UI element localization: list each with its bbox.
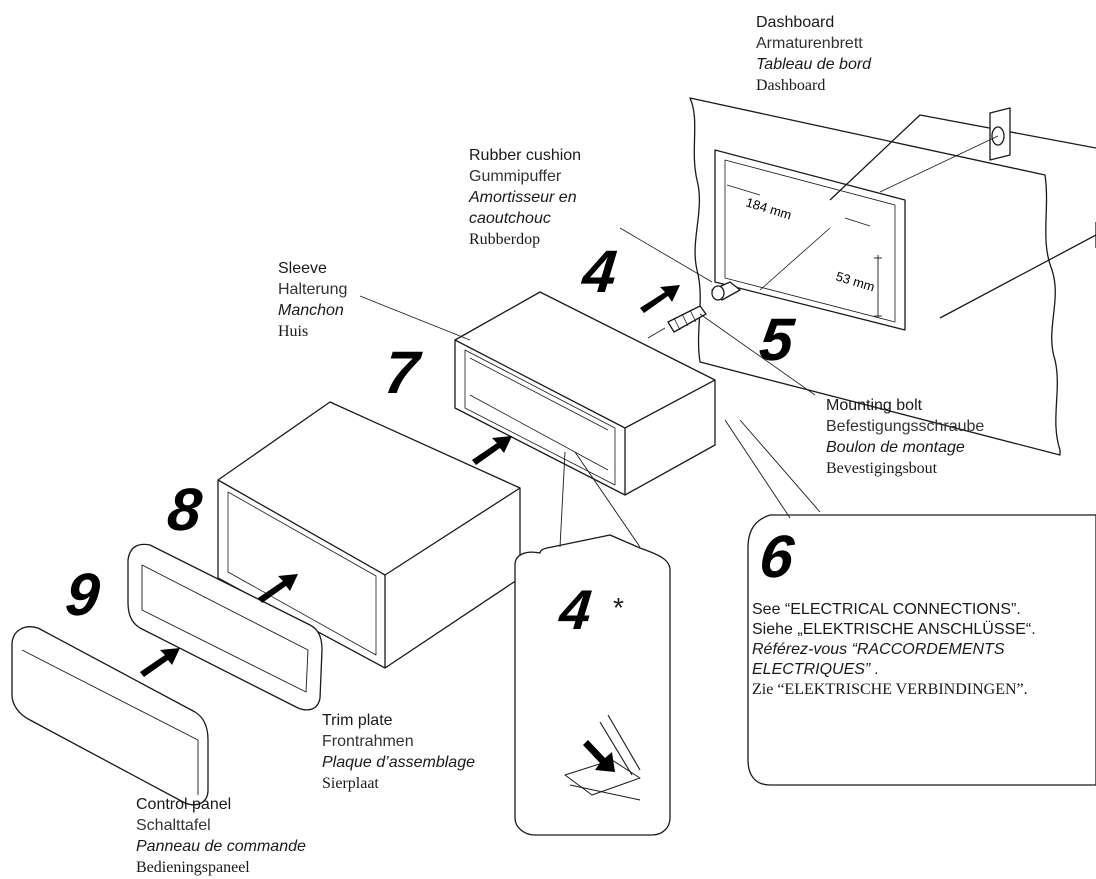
rubber-cushion-part: [619, 227, 741, 301]
assembly-arrows: [140, 285, 680, 772]
step-9: 9: [62, 561, 103, 628]
callout-fr-cont: ELECTRIQUES” .: [752, 661, 880, 678]
dimension-marks: [726, 184, 882, 318]
label-en: Trim plate: [322, 712, 393, 729]
label-dashboard: Dashboard Armaturenbrett Tableau de bord…: [756, 12, 871, 96]
footnote-asterisk: *: [613, 592, 624, 623]
label-rubber-cushion: Rubber cushion Gummipuffer Amortisseur e…: [469, 145, 581, 250]
label-nl: Sierplaat: [322, 775, 379, 792]
label-fr-cont: caoutchouc: [469, 210, 551, 227]
label-de: Halterung: [278, 281, 348, 298]
release-callout: [514, 451, 671, 836]
dashboard-panel: [689, 97, 1061, 456]
label-control-panel: Control panel Schalttafel Panneau de com…: [136, 794, 306, 878]
callout-de: Siehe „ELEKTRISCHE ANSCHLÜSSE“.: [752, 621, 1036, 638]
label-nl: Huis: [278, 323, 309, 340]
label-fr: Panneau de commande: [136, 838, 306, 855]
label-fr: Boulon de montage: [826, 439, 965, 456]
arrow-9: [140, 648, 180, 677]
step-5: 5: [756, 306, 797, 373]
step-7: 7: [381, 339, 422, 406]
label-de: Armaturenbrett: [756, 35, 863, 52]
connections-callout: [724, 419, 1096, 786]
label-sleeve: Sleeve Halterung Manchon Huis: [278, 258, 347, 342]
label-de: Frontrahmen: [322, 733, 414, 750]
label-mounting-bolt: Mounting bolt Befestigungsschraube Boulo…: [826, 395, 984, 479]
label-en: Control panel: [136, 796, 232, 813]
label-nl: Rubberdop: [469, 231, 541, 248]
label-nl: Bedieningspaneel: [136, 859, 250, 876]
arrow-release: [583, 740, 615, 772]
callout-en: See “ELECTRICAL CONNECTIONS”.: [752, 601, 1021, 618]
label-fr: Manchon: [278, 302, 344, 319]
arrow-4: [640, 285, 680, 313]
label-en: Rubber cushion: [469, 147, 582, 164]
step-6: 6: [756, 523, 797, 590]
label-de: Gummipuffer: [469, 168, 562, 185]
step-4: 4: [579, 238, 620, 305]
label-fr: Amortisseur en: [469, 189, 577, 206]
label-trim-plate: Trim plate Frontrahmen Plaque d’assembla…: [322, 710, 475, 794]
sleeve-part: [359, 291, 716, 496]
callout-nl: Zie “ELEKTRISCHE VERBINDINGEN”.: [752, 681, 1028, 698]
label-en: Mounting bolt: [826, 397, 923, 414]
label-de: Schalttafel: [136, 817, 211, 834]
callout-6-text: See “ELECTRICAL CONNECTIONS”. Siehe „ELE…: [752, 600, 1096, 700]
rear-sleeve: [829, 107, 1096, 319]
label-nl: Bevestigingsbout: [826, 460, 938, 477]
step-4-release: 4: [556, 578, 595, 641]
label-fr: Plaque d’assemblage: [322, 754, 475, 771]
step-8: 8: [164, 476, 205, 543]
mounting-bolt-part: [647, 305, 816, 396]
label-en: Sleeve: [278, 260, 327, 277]
arrow-8: [258, 574, 298, 603]
control-panel-part: [11, 626, 209, 806]
label-fr: Tableau de bord: [756, 56, 872, 73]
arrow-7: [472, 436, 512, 465]
label-nl: Dashboard: [756, 77, 826, 94]
trim-plate-part: [127, 543, 323, 711]
label-de: Befestigungsschraube: [826, 418, 985, 435]
callout-fr: Référez-vous “RACCORDEMENTS: [752, 641, 1005, 658]
label-en: Dashboard: [756, 14, 835, 31]
